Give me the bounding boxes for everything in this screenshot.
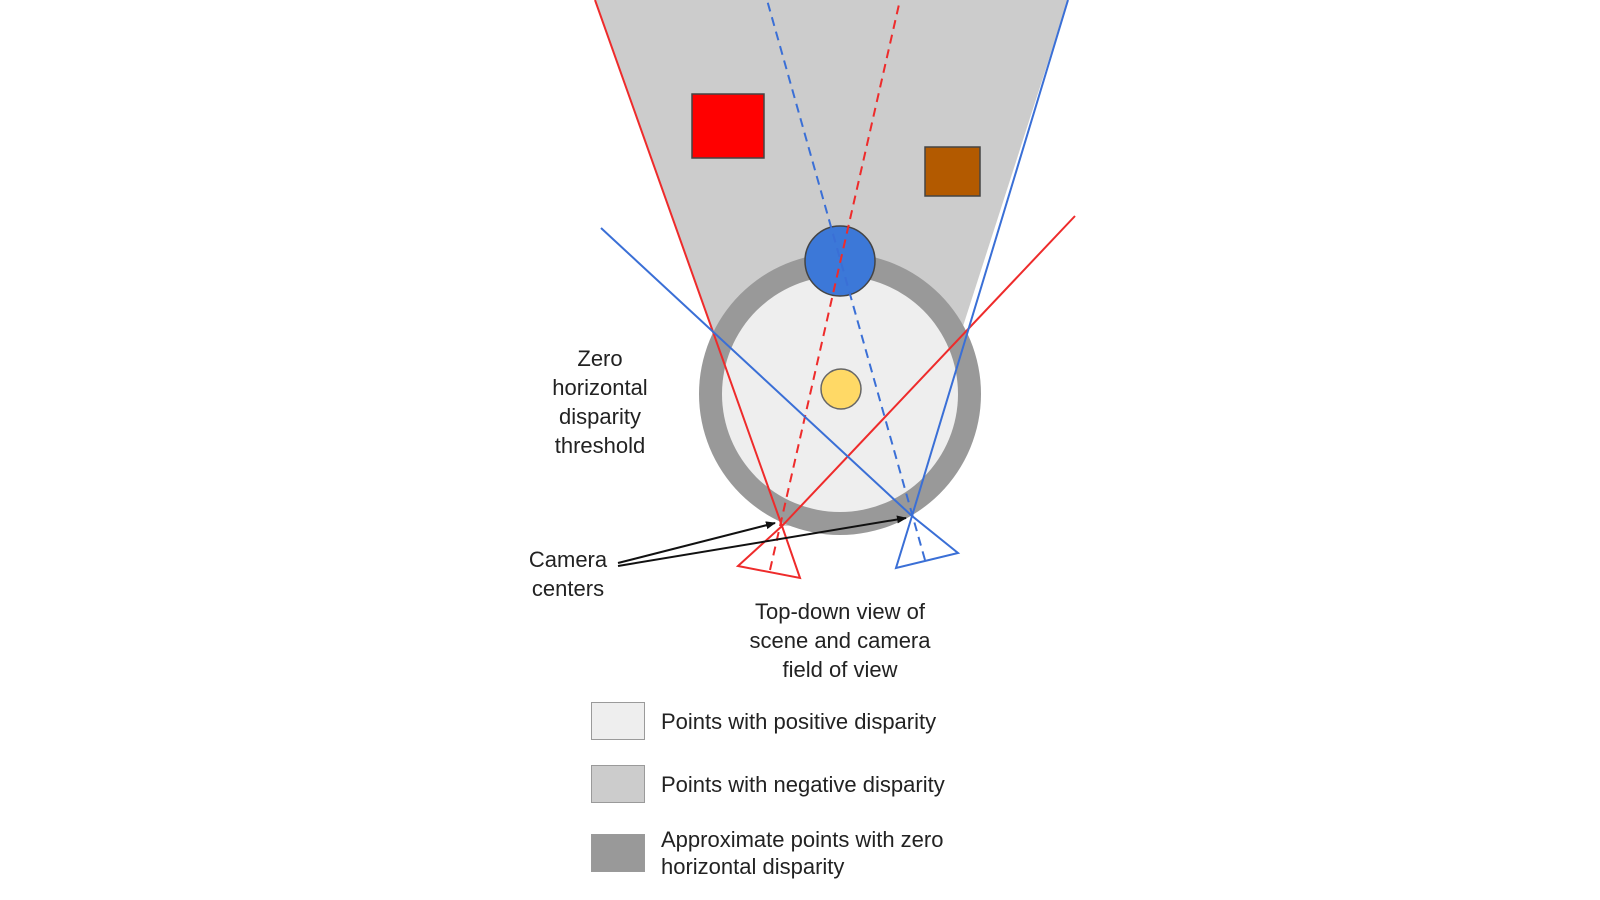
- left-camera-fov-right-edge: [781, 215, 1076, 527]
- yellow-circle: [820, 368, 862, 410]
- right-camera-fov-right-edge: [911, 0, 1069, 517]
- zero-threshold-line-3: disparity: [559, 404, 641, 429]
- camera-centers-label: Camera centers: [513, 545, 623, 603]
- camera-centers-line-1: Camera: [528, 547, 608, 572]
- zero-threshold-line-1: Zero: [577, 346, 623, 371]
- zero-disparity-threshold-label: Zero horizontal disparity threshold: [530, 344, 670, 460]
- zero-threshold-line-2: horizontal: [552, 375, 648, 400]
- legend-zero-line-1: Approximate points with zero: [661, 827, 944, 852]
- legend-text-negative: Points with negative disparity: [661, 771, 945, 798]
- legend-swatch-zero: [591, 834, 645, 872]
- arrow-to-left-camera: [617, 521, 776, 564]
- top-down-view-label: Top-down view of scene and camera field …: [725, 597, 955, 684]
- legend-swatch-negative: [591, 765, 645, 803]
- legend-positive-line-1: Points with positive disparity: [661, 708, 937, 734]
- right-camera-frustum: [894, 514, 961, 570]
- left-camera-optical-axis: [769, 0, 901, 571]
- red-square: [691, 93, 765, 159]
- legend-item-negative-disparity: Points with negative disparity: [591, 765, 945, 803]
- legend-swatch-positive: [591, 702, 645, 740]
- left-camera-fov-left-edge: [594, 0, 783, 527]
- top-down-line-2: scene and camera: [749, 628, 931, 653]
- legend-item-zero-disparity: Approximate points with zero horizontal …: [591, 826, 943, 880]
- orange-square: [924, 146, 981, 197]
- zero-threshold-line-4: threshold: [554, 433, 646, 458]
- camera-centers-line-2: centers: [531, 576, 605, 601]
- right-camera-fov-left-edge: [600, 227, 913, 517]
- left-camera-frustum: [735, 524, 802, 580]
- top-down-line-3: field of view: [782, 657, 898, 682]
- legend-item-positive-disparity: Points with positive disparity: [591, 702, 936, 740]
- legend-zero-line-2: horizontal disparity: [661, 854, 845, 879]
- legend-negative-line-1: Points with negative disparity: [661, 771, 945, 797]
- legend-text-zero: Approximate points with zero horizontal …: [661, 826, 943, 880]
- legend-text-positive: Points with positive disparity: [661, 708, 936, 735]
- arrow-to-right-camera: [617, 515, 907, 567]
- top-down-line-1: Top-down view of: [755, 599, 925, 624]
- right-camera-optical-axis: [766, 0, 926, 561]
